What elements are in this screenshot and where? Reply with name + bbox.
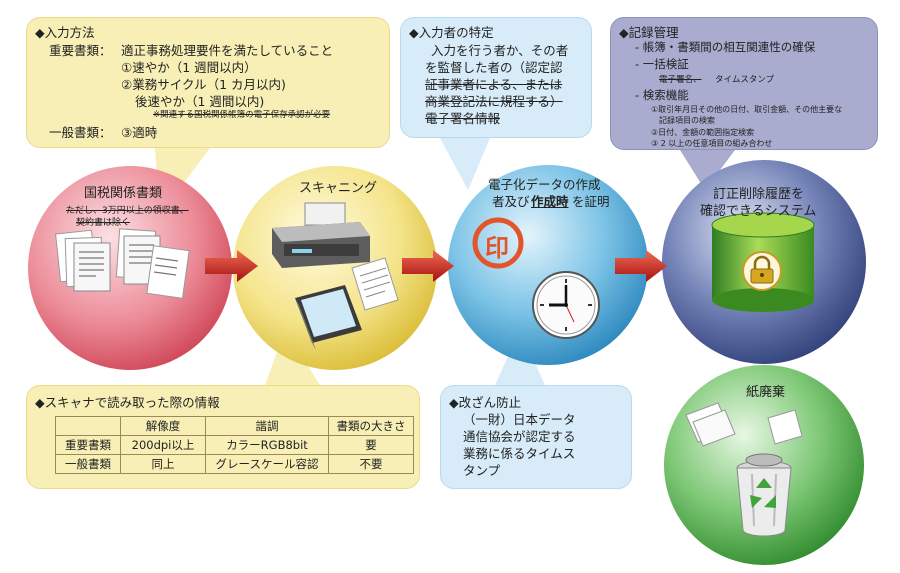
table-header-row: 解像度 諧調 書類の大きさ — [55, 416, 414, 436]
input-method-panel: ◆入力方法 重要書類： 適正事務処理要件を満たしていること ①速やか（1 週間以… — [26, 17, 390, 148]
seal-stamp-glyph: 印 — [485, 234, 509, 262]
inputter-heading: ◆入力者の特定 — [409, 25, 494, 40]
scanner-info-panel: ◆スキャナで読み取った際の情報 解像度 諧調 書類の大きさ 重要書類 200dp… — [26, 385, 420, 489]
table-cell: 不要 — [328, 454, 414, 474]
table-header-cell: 書類の大きさ — [328, 416, 414, 436]
records-management-panel: ◆記録管理 - 帳簿・書類間の相互関連性の確保 - 一括検証 電子署名、 タイム… — [610, 17, 878, 150]
inputter-line-2: を監督した者の（認定認 — [425, 60, 563, 75]
records-item-3-sub-2: ②日付、金額の範囲指定検索 — [651, 128, 755, 137]
table-row: 重要書類 200dpi以上 カラーRGB8bit 要 — [55, 435, 414, 455]
arrow-right-icon — [402, 250, 454, 282]
records-item-1: - 帳簿・書類間の相互関連性の確保 — [635, 40, 816, 54]
inputter-panel: ◆入力者の特定 入力を行う者か、その者 を監督した者の（認定認 証事業者による、… — [400, 17, 592, 138]
general-docs-value: ③適時 — [121, 125, 158, 140]
tamper-line-3: 業務に係るタイムス — [463, 446, 576, 461]
scanner-info-heading: ◆スキャナで読み取った際の情報 — [35, 395, 220, 410]
scanner-info-table: 解像度 諧調 書類の大きさ 重要書類 200dpi以上 カラーRGB8bit 要… — [55, 416, 414, 474]
paper-sheet-icon — [351, 257, 399, 311]
table-cell: 200dpi以上 — [120, 435, 206, 455]
certify-line-2-prefix: 者及び — [492, 194, 530, 209]
seal-stamp-icon — [472, 217, 524, 269]
table-cell: 一般書類 — [55, 454, 121, 474]
printer-icon — [272, 202, 370, 268]
flatbed-scanner-icon — [295, 285, 362, 350]
system-line-1: 訂正削除履歴を — [713, 187, 805, 202]
system-line-2: 確認できるシステム — [700, 204, 817, 219]
table-cell: 要 — [328, 435, 414, 455]
input-method-heading: ◆入力方法 — [35, 25, 95, 40]
paper-disposal-title: 紙廃棄 — [746, 385, 786, 400]
inputter-callout-tail — [440, 138, 490, 190]
records-callout-tail — [680, 150, 735, 190]
table-row: 一般書類 同上 グレースケール容認 不要 — [55, 454, 414, 474]
document-stack-icon — [55, 228, 190, 299]
records-item-3-sub-3: ③ 2 以上の任意項目の組み合わせ — [651, 139, 773, 148]
tamper-line-4: タンプ — [463, 463, 501, 478]
important-docs-note: ※関連する国税関係帳簿の電子保存承認が必要 — [153, 110, 331, 120]
inputter-line-1: 入力を行う者か、その者 — [431, 43, 569, 58]
inputter-line-5: 電子署名情報 — [425, 111, 501, 126]
records-item-2-sub: タイムスタンプ — [715, 75, 775, 85]
paper-sheet-icon — [685, 402, 803, 447]
arrow-right-icon — [205, 250, 258, 282]
important-docs-label: 重要書類： — [49, 43, 112, 58]
records-item-2-sub-strike: 電子署名、 — [659, 75, 702, 85]
important-docs-option-2: ②業務サイクル（1 カ月以内) — [121, 77, 286, 92]
important-docs-option-2b: 後速やか（1 週間以内) — [135, 94, 265, 109]
tax-documents-title: 国税関係書類 — [84, 186, 163, 201]
table-header-cell: 解像度 — [120, 416, 206, 436]
records-item-3-sub-1b: 記録項目の検索 — [659, 116, 715, 125]
tax-documents-note-1: ただし、3万円以上の領収書、 — [66, 206, 189, 216]
table-header-cell: 諧調 — [205, 416, 329, 436]
table-header-cell — [55, 416, 121, 436]
records-item-3-sub-1: ①取引年月日その他の日付、取引金額、その他主要な — [651, 105, 843, 114]
certify-line-1: 電子化データの作成 — [488, 177, 601, 192]
inputter-line-4: 商業登記法に規程する） — [425, 94, 563, 109]
tamper-line-2: 通信協会が認定する — [463, 429, 576, 444]
important-docs-option-1: ①速やか（1 週間以内） — [121, 60, 257, 75]
table-cell: カラーRGB8bit — [205, 435, 329, 455]
table-cell: グレースケール容認 — [205, 454, 329, 474]
records-item-2: - 一括検証 — [635, 57, 689, 71]
table-cell: 重要書類 — [55, 435, 121, 455]
inputter-line-3: 証事業者による、または — [425, 77, 563, 92]
trash-can-icon — [736, 453, 792, 537]
table-cell: 同上 — [120, 454, 206, 474]
padlock-icon — [742, 251, 782, 291]
recycle-icon — [750, 478, 776, 508]
certify-line-2-suffix: を証明 — [572, 194, 610, 209]
certify-line-2-emphasis: 作成時 — [531, 194, 569, 209]
arrow-right-icon — [615, 250, 667, 282]
scanning-title: スキャニング — [299, 181, 378, 196]
tamper-prevention-panel: ◆改ざん防止 （一財）日本データ 通信協会が認定する 業務に係るタイムス タンプ — [440, 385, 632, 489]
tamper-line-1: （一財）日本データ — [463, 412, 576, 427]
tax-documents-note-2: 契約書は除く — [76, 218, 131, 228]
clock-icon — [532, 271, 600, 339]
tamper-heading: ◆改ざん防止 — [449, 395, 522, 410]
scanning-circle — [233, 166, 437, 370]
records-item-3: - 検索機能 — [635, 88, 689, 102]
important-docs-requirement: 適正事務処理要件を満たしていること — [121, 43, 334, 58]
general-docs-label: 一般書類： — [49, 125, 112, 140]
records-heading: ◆記録管理 — [619, 25, 679, 40]
